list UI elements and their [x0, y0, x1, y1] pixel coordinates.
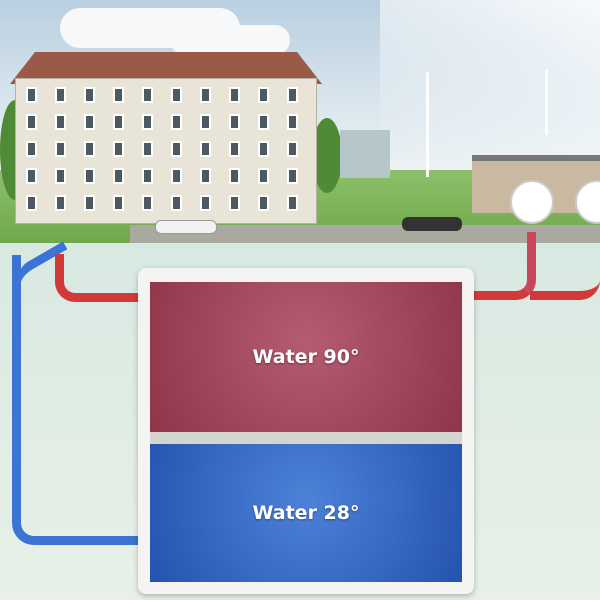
window: [55, 168, 66, 184]
window: [113, 114, 124, 130]
window: [171, 87, 182, 103]
office-building: [340, 130, 390, 178]
window: [171, 141, 182, 157]
thermal-storage-tank: Water 90° Water 28°: [138, 268, 474, 594]
window: [258, 168, 269, 184]
cold-pipe: [12, 255, 142, 545]
cold-water-layer: Water 28°: [150, 444, 462, 582]
window: [229, 168, 240, 184]
window: [113, 195, 124, 211]
window: [200, 87, 211, 103]
tank-divider: [150, 432, 462, 444]
window: [142, 114, 153, 130]
window: [258, 87, 269, 103]
window: [200, 141, 211, 157]
window: [200, 195, 211, 211]
window: [171, 114, 182, 130]
window: [84, 168, 95, 184]
window: [84, 195, 95, 211]
window: [287, 141, 298, 157]
window: [287, 168, 298, 184]
window: [287, 195, 298, 211]
hot-pipe-left: [55, 254, 140, 302]
window: [113, 87, 124, 103]
window: [55, 195, 66, 211]
window: [142, 141, 153, 157]
window: [142, 168, 153, 184]
window: [113, 168, 124, 184]
window: [258, 141, 269, 157]
wind-turbine: [426, 72, 429, 177]
white-car: [155, 220, 217, 234]
window: [113, 141, 124, 157]
window: [142, 195, 153, 211]
window: [229, 87, 240, 103]
hot-water-label: Water 90°: [252, 346, 360, 368]
window: [171, 195, 182, 211]
window: [55, 87, 66, 103]
window: [258, 195, 269, 211]
window: [26, 195, 37, 211]
window: [84, 114, 95, 130]
window: [200, 168, 211, 184]
window: [258, 114, 269, 130]
window: [26, 87, 37, 103]
window: [55, 141, 66, 157]
window: [229, 114, 240, 130]
dark-car: [402, 217, 462, 231]
window: [55, 114, 66, 130]
cold-water-label: Water 28°: [252, 502, 360, 524]
tree: [312, 118, 342, 193]
window: [287, 114, 298, 130]
window: [26, 141, 37, 157]
window: [229, 141, 240, 157]
heat-pump-icon: [510, 180, 554, 224]
window: [84, 87, 95, 103]
hot-pipe-right: [474, 232, 536, 300]
window: [26, 114, 37, 130]
window: [200, 114, 211, 130]
window: [229, 195, 240, 211]
window: [171, 168, 182, 184]
historic-building: [15, 78, 317, 224]
hot-water-layer: Water 90°: [150, 282, 462, 432]
wind-turbine: [545, 70, 548, 135]
window: [26, 168, 37, 184]
window: [84, 141, 95, 157]
window: [142, 87, 153, 103]
hot-pipe-right-2: [530, 240, 600, 300]
window: [287, 87, 298, 103]
cloud: [170, 25, 290, 55]
